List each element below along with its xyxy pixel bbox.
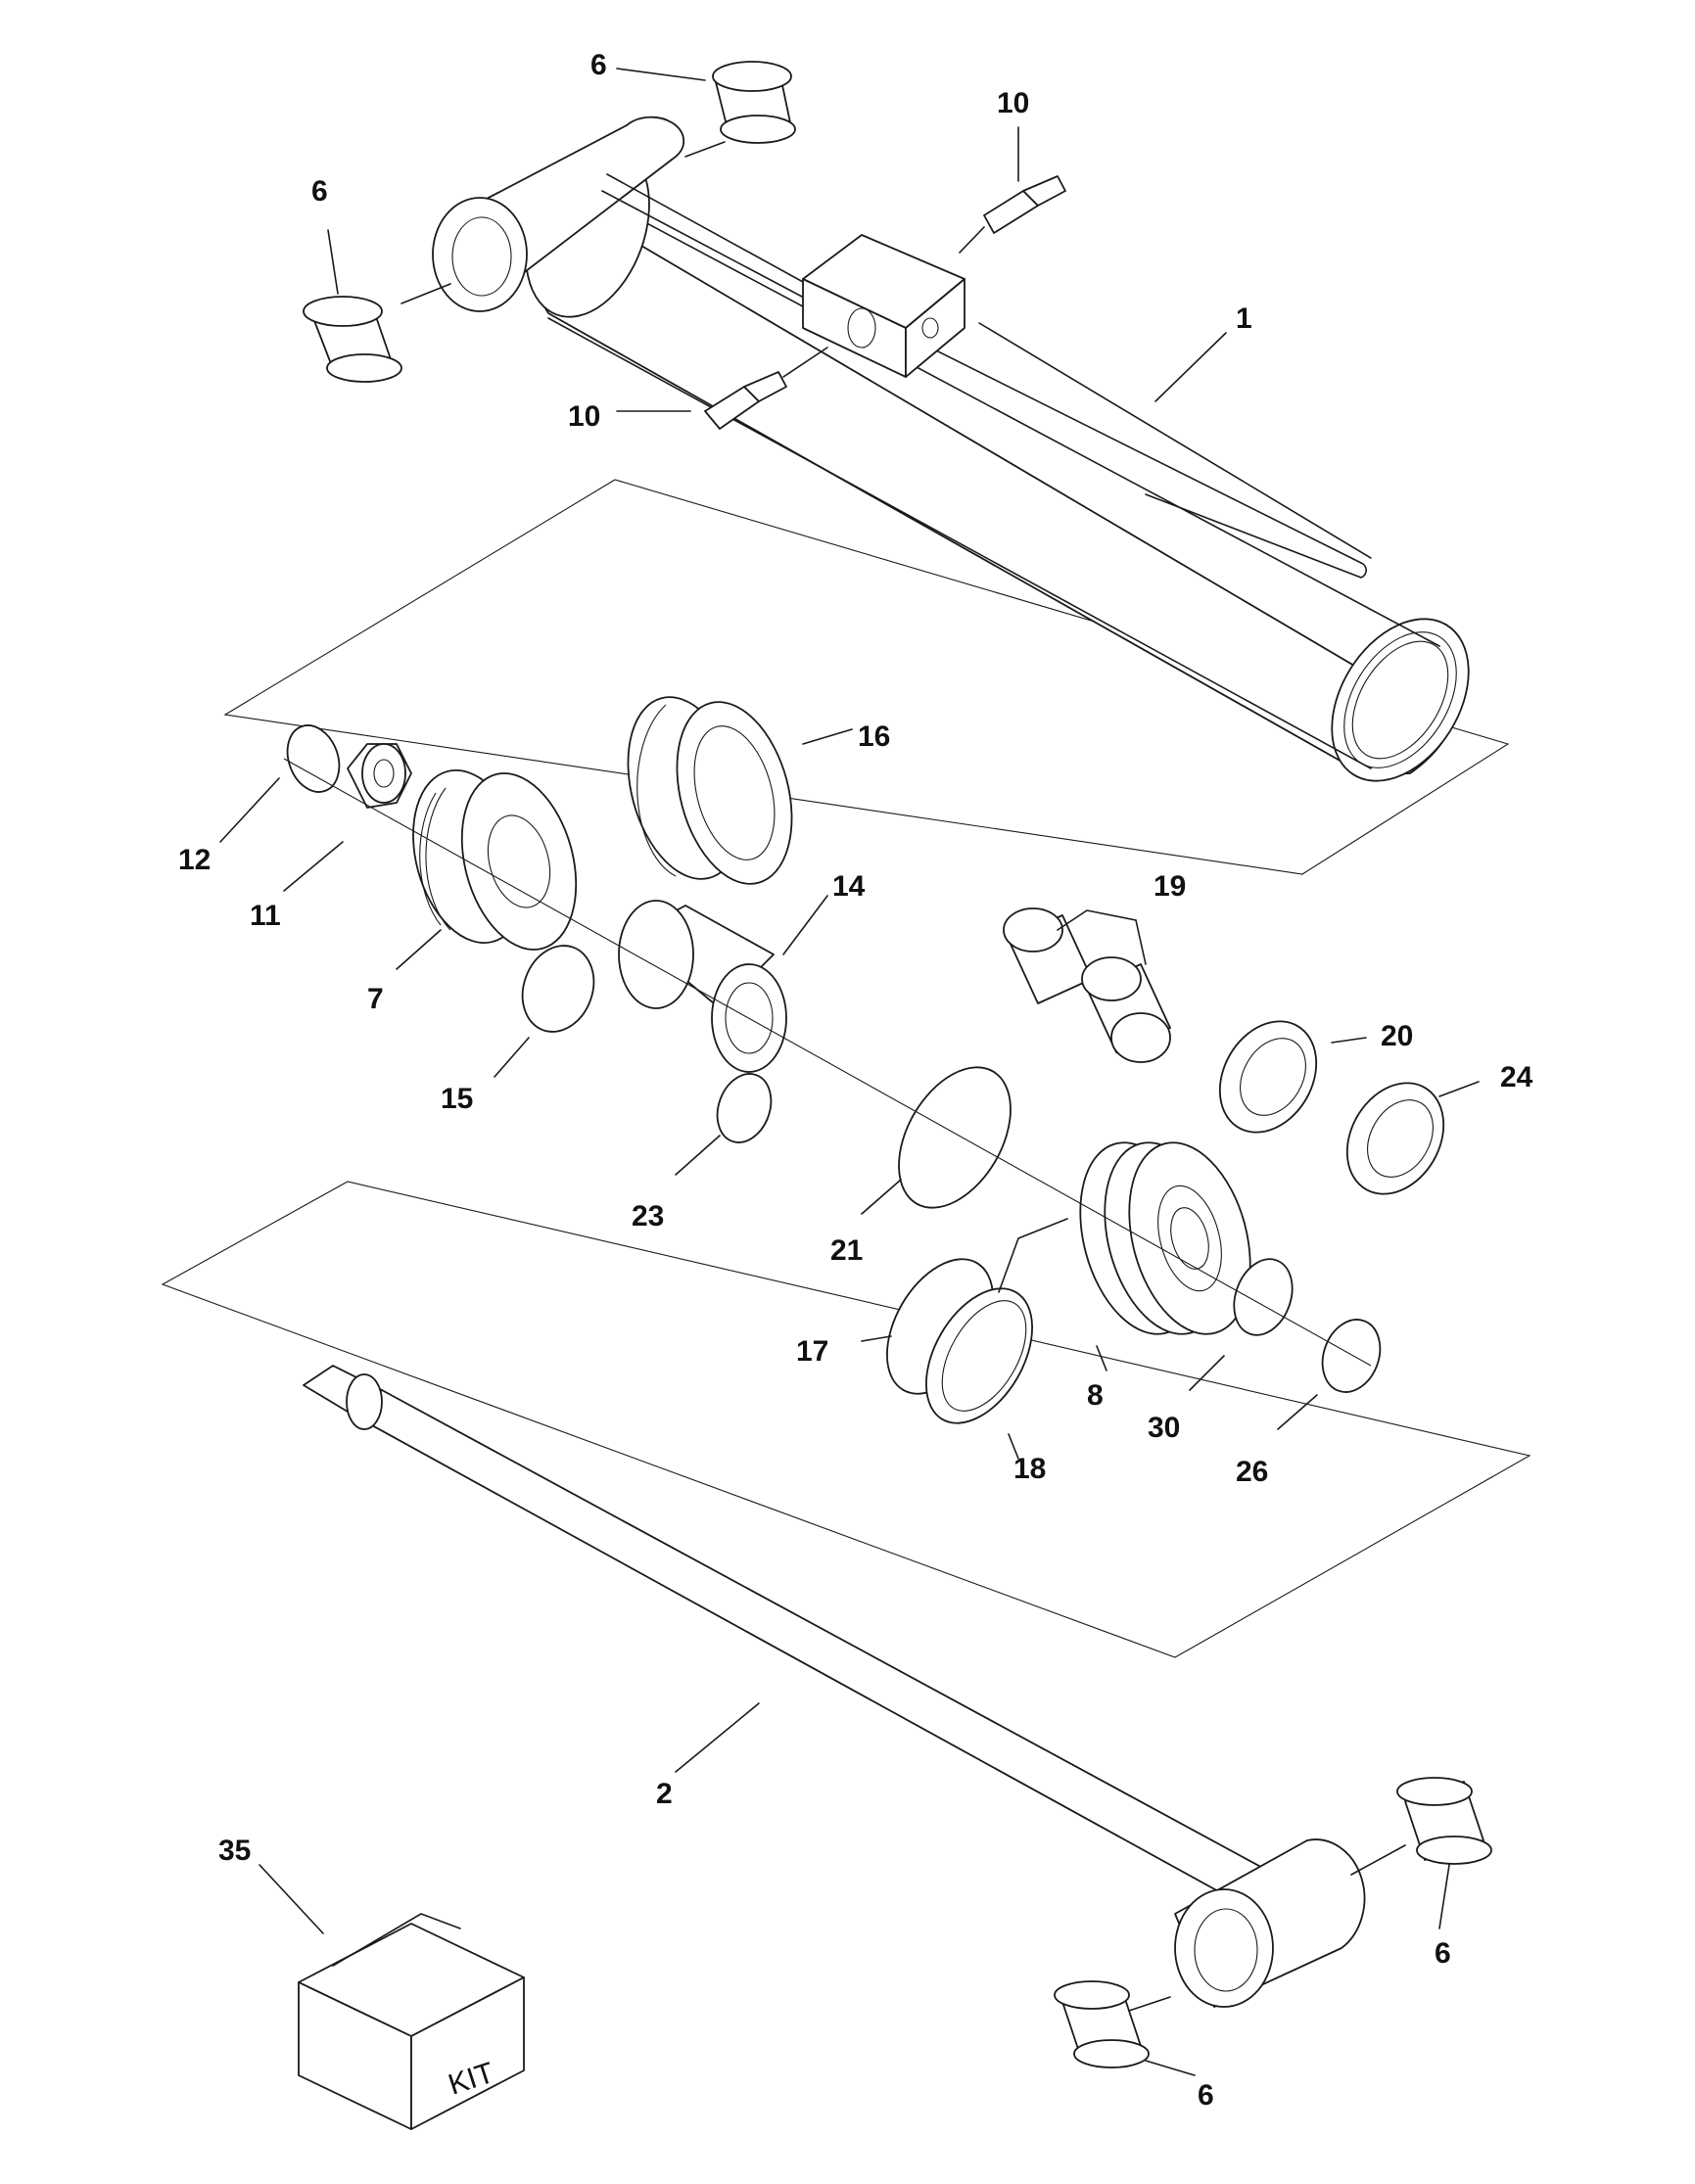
- o-ring-26: [1321, 1319, 1382, 1393]
- bushing-upper-right: [684, 61, 796, 158]
- seal-24: [1345, 1082, 1445, 1195]
- callout-23: 23: [632, 1200, 664, 1232]
- callout-12: 12: [178, 844, 211, 876]
- callout-30: 30: [1148, 1412, 1180, 1444]
- callout-6: 6: [590, 49, 607, 81]
- lock-nut: [347, 743, 412, 809]
- callout-18: 18: [1013, 1453, 1046, 1485]
- callout-19: 19: [1154, 870, 1186, 903]
- seal-18: [925, 1287, 1033, 1424]
- callout-1: 1: [1236, 302, 1252, 335]
- callout-26: 26: [1236, 1456, 1268, 1488]
- assembly-axis-line: [283, 758, 1372, 1367]
- callout-14: 14: [832, 870, 866, 903]
- callout-15: 15: [441, 1083, 473, 1115]
- bushing-lower-right: [1396, 1777, 1492, 1865]
- callout-6: 6: [311, 175, 328, 208]
- spacer-tube: [618, 900, 787, 1073]
- callout-16: 16: [858, 720, 890, 753]
- upper-assembly-plane: [223, 479, 1510, 875]
- o-ring-23: [716, 1073, 773, 1143]
- callout-6: 6: [1198, 2079, 1214, 2112]
- seal-kit-box: KIT: [298, 1913, 525, 2130]
- snap-ring: [286, 724, 341, 793]
- lower-assembly-plane: [161, 1181, 1531, 1658]
- wear-ring-pair: [1003, 907, 1171, 1063]
- callout-17: 17: [796, 1335, 828, 1368]
- cylinder-barrel: [432, 116, 1470, 782]
- callout-10: 10: [997, 87, 1029, 119]
- callout-10: 10: [568, 400, 600, 433]
- callout-11: 11: [250, 900, 281, 932]
- callout-6: 6: [1435, 1937, 1451, 1970]
- o-ring-21: [898, 1066, 1012, 1209]
- callout-24: 24: [1500, 1061, 1533, 1093]
- o-ring-15: [521, 945, 595, 1033]
- callout-2: 2: [656, 1778, 673, 1810]
- retaining-ring-30: [1233, 1258, 1294, 1336]
- piston-rod: [303, 1365, 1406, 2013]
- callout-35: 35: [218, 1835, 251, 1867]
- bushing-upper-left: [303, 283, 451, 383]
- gland: [412, 769, 578, 951]
- callout-8: 8: [1087, 1379, 1104, 1412]
- fitting-lower: [704, 347, 828, 430]
- piston-seal-16: [627, 696, 793, 885]
- leader-lines: [219, 68, 1480, 2076]
- seal-20: [1218, 1020, 1318, 1134]
- callout-labels: 1 2 6 6 6 6 7 8 10 10 11 12 14 15 16 17 …: [178, 49, 1533, 2112]
- callout-7: 7: [367, 983, 384, 1015]
- piston: [1079, 1141, 1251, 1335]
- fitting-upper: [959, 175, 1066, 254]
- bushing-lower-left: [1054, 1980, 1150, 2068]
- callout-20: 20: [1381, 1020, 1413, 1052]
- callout-21: 21: [830, 1234, 863, 1267]
